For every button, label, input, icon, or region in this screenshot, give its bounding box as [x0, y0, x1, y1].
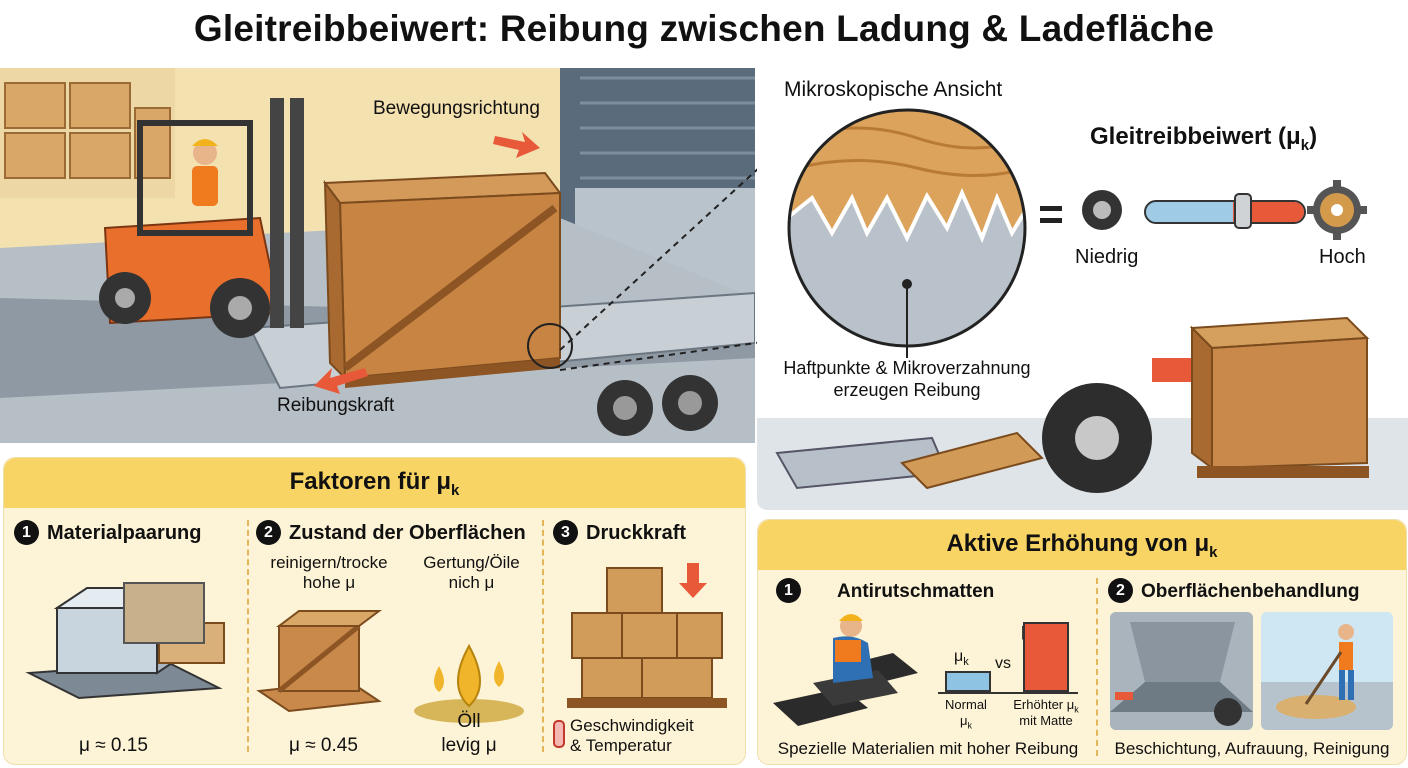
divider [247, 520, 249, 752]
truck-floor-photo [1110, 612, 1253, 730]
raised-label-line1: Erhöhter μk [1013, 697, 1079, 715]
vs-label: vs [995, 655, 1011, 672]
clean-surface-line2: hohe μ [302, 573, 356, 592]
normal-bar-mu-label: μk [954, 648, 969, 669]
divider [1096, 578, 1098, 756]
material-pairing-illustration [25, 582, 225, 700]
oily-surface-line2: nich μ [448, 573, 495, 592]
warehouse-scene: Bewegungsrichtung Reibungskraft [0, 68, 755, 443]
active-header [758, 520, 1406, 570]
normal-label-line2: μk [960, 713, 972, 731]
active-heading: Aktive Erhöhung von μk [946, 530, 1218, 561]
micro-illustration [775, 108, 1370, 493]
micro-caption-line2: erzeugen Reibung [833, 380, 981, 400]
micro-heading: Mikroskopische Ansicht [784, 78, 1003, 101]
oil-line2: levig μ [441, 735, 497, 756]
oily-surface-line1: Gertung/Öile [423, 553, 520, 572]
factor-2-value: μ ≈ 0.45 [289, 735, 358, 756]
raised-mu-bar [1023, 622, 1069, 692]
slider-handle [1234, 193, 1252, 229]
surface-condition-illustration [256, 610, 524, 723]
speed-temp-line2: & Temperatur [570, 736, 672, 755]
coefficient-slider [1144, 200, 1306, 224]
high-label: Hoch [1319, 246, 1366, 268]
normal-label-line1: Normal [945, 697, 987, 712]
anti-slip-mat-illustration [773, 614, 918, 726]
active-1-caption: Spezielle Materialien mit hoher Reibung [777, 739, 1079, 758]
divider [542, 520, 544, 752]
friction-force-label: Reibungskraft [277, 395, 395, 416]
raised-label-line2: mit Matte [1019, 713, 1073, 728]
truck-floor-illustration [1110, 612, 1253, 730]
oil-line1: Öll [457, 711, 481, 732]
worker-photo [1261, 612, 1393, 730]
factor-1-value: μ ≈ 0.15 [79, 735, 148, 756]
page-title: Gleitreibbeiwert: Reibung zwischen Ladun… [193, 8, 1215, 49]
normal-mu-bar [945, 671, 991, 692]
mat-bar-baseline [938, 692, 1078, 694]
speed-temp-line1: Geschwindigkeit [570, 716, 694, 735]
clean-surface-line1: reinigern/trocke [270, 553, 388, 572]
factors-header [4, 458, 745, 508]
low-label: Niedrig [1075, 246, 1139, 268]
micro-panel: Mikroskopische Ansicht Haftpunkte & Mikr… [757, 68, 1408, 510]
thermometer-icon [553, 720, 565, 748]
factors-heading: Faktoren für μk [289, 468, 460, 499]
pressure-boxes-illustration [567, 563, 727, 708]
micro-caption-line1: Haftpunkte & Mikroverzahnung [783, 358, 1031, 378]
active-2-caption: Beschichtung, Aufrauung, Reinigung [1114, 739, 1390, 758]
coefficient-heading: Gleitreibbeiwert (μk) [1090, 123, 1318, 154]
worker-sanding-illustration [1261, 624, 1393, 730]
scene-illustration [0, 68, 755, 443]
motion-direction-label: Bewegungsrichtung [373, 98, 540, 119]
